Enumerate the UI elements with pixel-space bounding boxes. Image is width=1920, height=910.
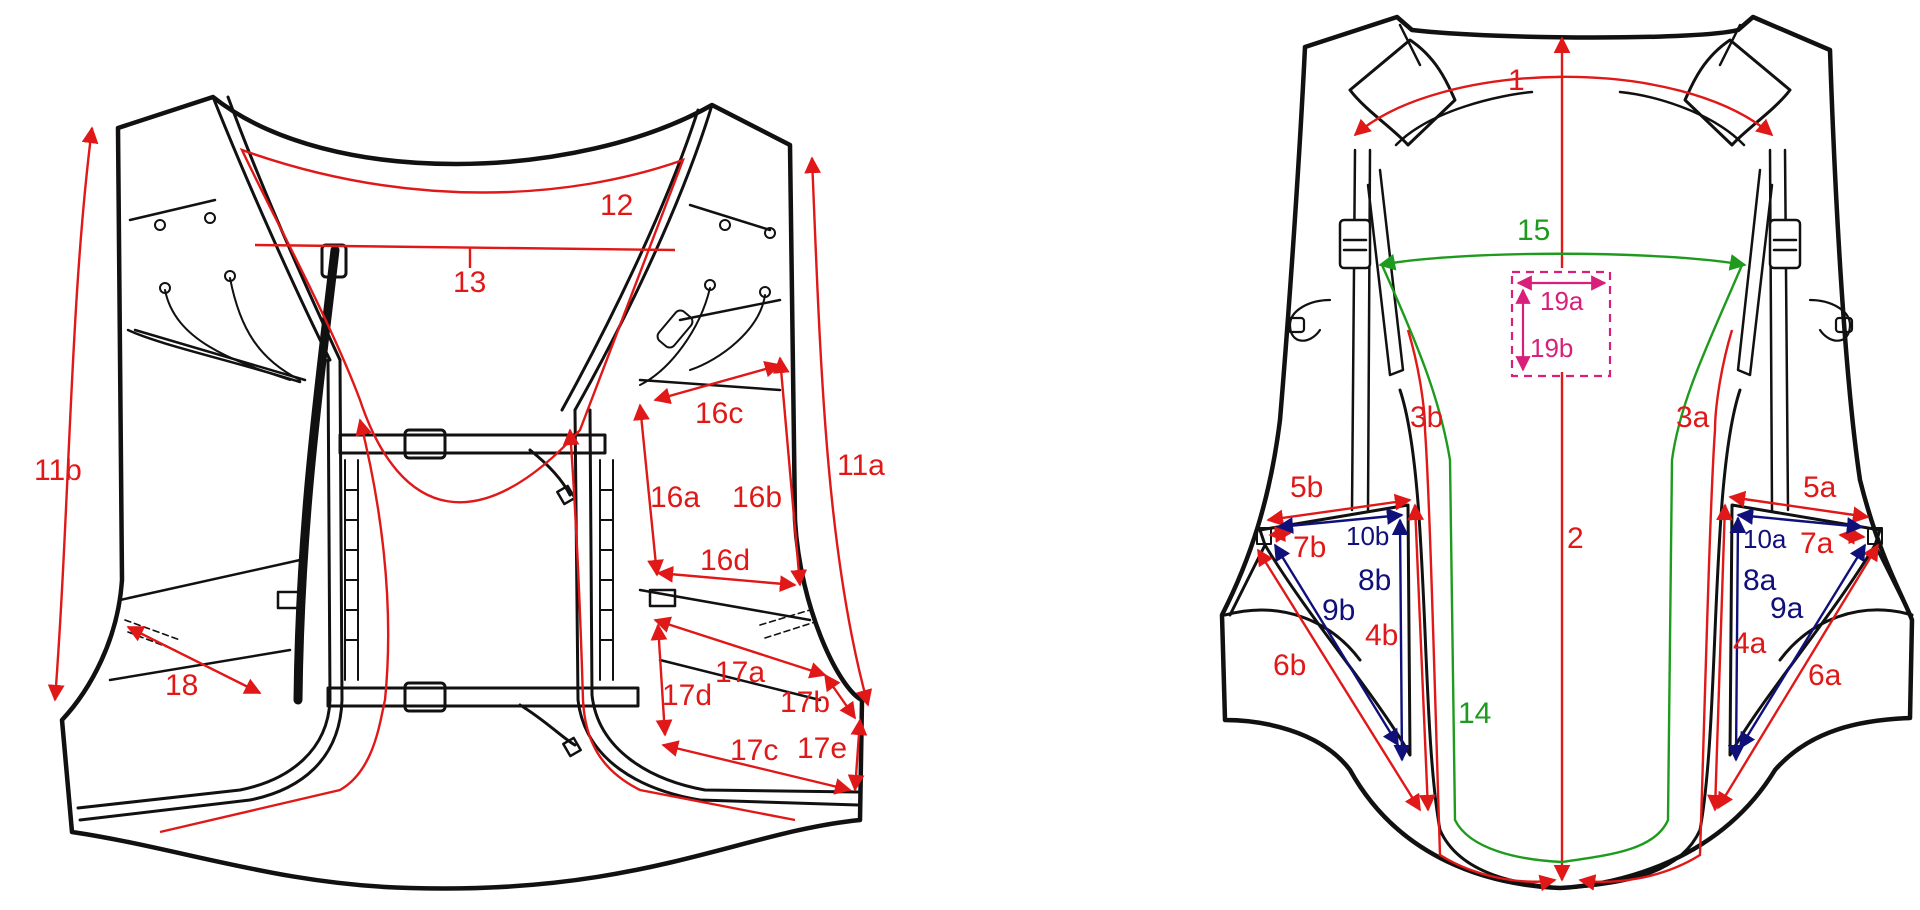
front-right-mesh-dashes (759, 609, 816, 639)
label-9b: 9b (1322, 594, 1355, 627)
label-8a: 8a (1743, 564, 1777, 597)
label-15: 15 (1517, 214, 1550, 247)
front-right-bungee (639, 219, 776, 386)
label-19b: 19b (1530, 333, 1573, 363)
measure-16b (772, 356, 808, 587)
measure-front-hem-right (562, 428, 796, 822)
label-19a: 19a (1540, 286, 1584, 316)
measure-8a (1727, 516, 1747, 762)
measure-16d (656, 565, 797, 593)
label-17e: 17e (797, 732, 847, 765)
measure-front-hem-left (159, 418, 390, 834)
front-left-ladder (344, 459, 359, 681)
measure-7b (1268, 525, 1292, 543)
measure-19-box (1510, 270, 1612, 378)
label-6b: 6b (1273, 649, 1306, 682)
front-view-drawing (59, 94, 865, 891)
label-14: 14 (1458, 697, 1491, 730)
back-outline (1219, 14, 1915, 891)
label-8b: 8b (1358, 564, 1391, 597)
measure-18 (126, 625, 262, 695)
front-left-mesh-dashes (124, 619, 181, 651)
measure-12-outline (239, 147, 686, 504)
front-left-loop (276, 590, 305, 610)
label-11b: 11b (34, 454, 82, 487)
label-3a: 3a (1676, 401, 1710, 434)
measure-16a (633, 403, 664, 577)
label-17d: 17d (662, 679, 712, 712)
label-12: 12 (600, 189, 633, 222)
measure-13-line (254, 243, 676, 252)
back-left-side-clip (1286, 298, 1332, 342)
label-4b: 4b (1365, 619, 1398, 652)
front-left-bungee (154, 212, 301, 381)
measure-17b (824, 673, 856, 720)
front-lower-sternum-strap (326, 681, 640, 758)
label-7a: 7a (1800, 527, 1834, 560)
back-right-strap (1736, 148, 1790, 512)
measure-9a (1738, 543, 1867, 750)
measure-11a (804, 156, 873, 707)
back-measurements (1256, 36, 1880, 892)
front-outline (59, 94, 865, 891)
label-16b: 16b (732, 481, 782, 514)
measure-6a (1716, 543, 1880, 810)
back-labels: 1 2 3a 3b 4a 4b 5a 5b 6a 6b 7a 7b 8a 8b … (1273, 64, 1842, 730)
back-shoulder-lines (1394, 23, 1746, 147)
measure-16c (653, 360, 782, 405)
label-6a: 6a (1808, 659, 1842, 692)
front-left-inner-edge (76, 358, 344, 822)
label-17a: 17a (715, 656, 765, 689)
back-right-side-clip (1808, 298, 1854, 342)
label-13: 13 (453, 266, 486, 299)
label-9a: 9a (1770, 592, 1804, 625)
front-left-strap (211, 95, 342, 362)
measure-15 (1378, 252, 1747, 271)
label-1: 1 (1508, 64, 1525, 97)
measure-9b (1273, 543, 1400, 747)
back-left-buckle (1338, 218, 1372, 270)
label-5a: 5a (1803, 471, 1837, 504)
label-7b: 7b (1293, 531, 1326, 564)
front-labels: 11b 11a 12 13 16c 16a 16b 16d 17a 17d 17… (34, 189, 885, 767)
measure-7a (1838, 527, 1866, 545)
label-10b: 10b (1346, 521, 1389, 551)
front-right-ladder (599, 459, 614, 681)
measure-14 (1380, 264, 1744, 864)
front-measurements (47, 126, 873, 834)
measure-8b (1391, 518, 1411, 762)
label-16c: 16c (695, 397, 743, 430)
measure-10a (1736, 508, 1864, 534)
label-11a: 11a (837, 449, 885, 482)
back-left-strap (1350, 148, 1405, 512)
label-16d: 16d (700, 544, 750, 577)
label-4a: 4a (1733, 627, 1767, 660)
label-17c: 17c (730, 734, 778, 767)
label-2: 2 (1567, 522, 1584, 555)
measure-17a (653, 616, 827, 679)
measure-17c (661, 740, 852, 795)
label-10a: 10a (1743, 524, 1787, 554)
front-left-panel (108, 198, 307, 682)
measure-17e (847, 718, 868, 792)
label-18: 18 (165, 669, 198, 702)
front-upper-sternum-strap (338, 428, 607, 506)
front-right-strap (560, 103, 714, 412)
back-right-buckle (1768, 218, 1802, 270)
measure-1 (1353, 75, 1774, 137)
back-view-drawing (1219, 14, 1915, 891)
label-17b: 17b (780, 686, 830, 719)
measure-11b (47, 126, 99, 702)
label-16a: 16a (650, 481, 700, 514)
back-yoke (1348, 38, 1792, 147)
label-3b: 3b (1410, 401, 1443, 434)
label-5b: 5b (1290, 471, 1323, 504)
measure-17d (650, 623, 673, 737)
measure-10b (1276, 508, 1404, 534)
